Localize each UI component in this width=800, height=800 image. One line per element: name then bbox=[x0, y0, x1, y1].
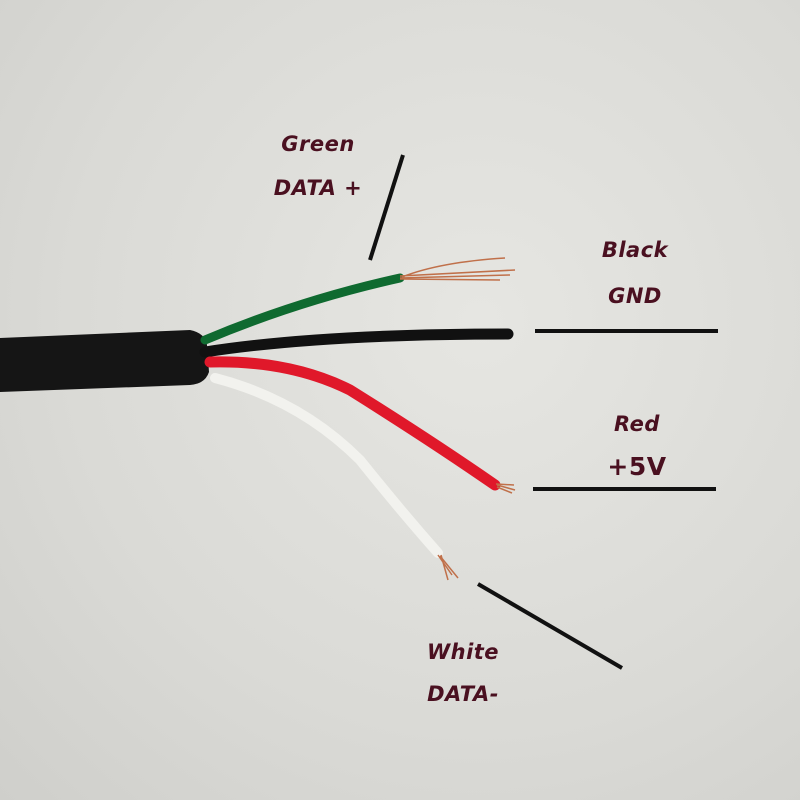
green-color-label: Green bbox=[281, 132, 355, 156]
pointer-line-white bbox=[476, 582, 624, 670]
white-wire bbox=[210, 373, 443, 558]
white-wire-strands bbox=[437, 554, 459, 581]
red-signal-label: +5V bbox=[607, 452, 667, 481]
black-color-label: Black bbox=[601, 238, 669, 262]
red-color-label: Red bbox=[614, 412, 660, 436]
green-wire bbox=[200, 273, 405, 345]
red-wire-strands bbox=[495, 483, 516, 494]
green-signal-label: DATA + bbox=[273, 176, 363, 200]
cable-jacket bbox=[0, 330, 209, 392]
white-signal-label: DATA- bbox=[427, 682, 499, 706]
white-color-label: White bbox=[426, 640, 500, 664]
pointer-line-green bbox=[368, 154, 405, 261]
red-wire bbox=[204, 356, 501, 491]
green-wire-strands bbox=[399, 257, 516, 281]
black-wire bbox=[199, 328, 514, 358]
black-signal-label: GND bbox=[608, 284, 662, 308]
